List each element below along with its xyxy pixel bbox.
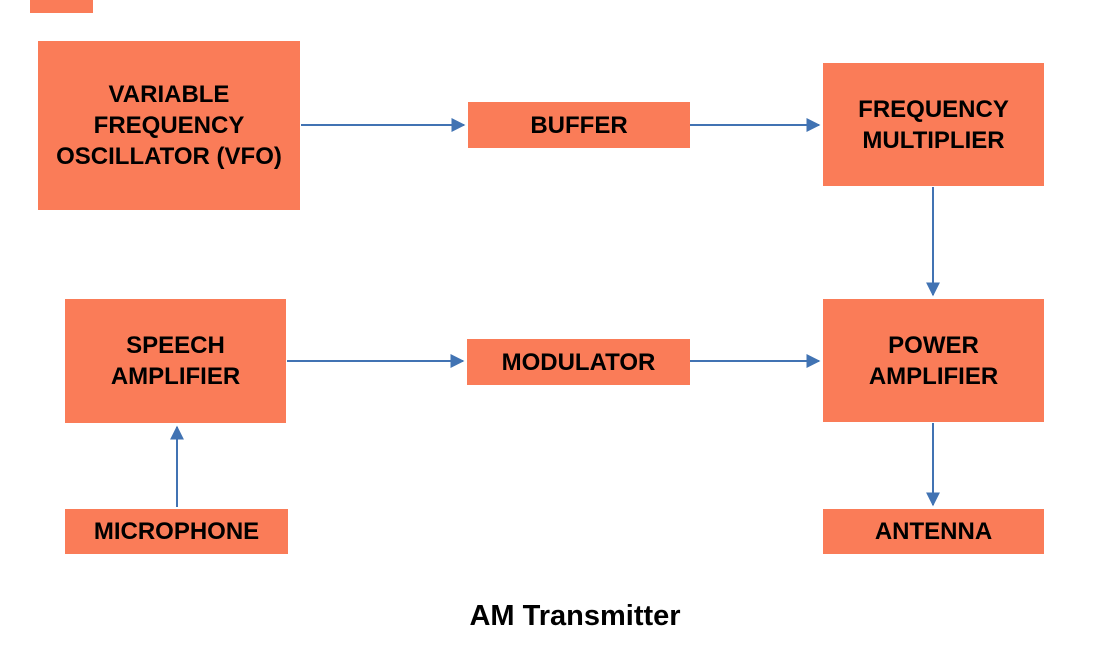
speech-amplifier-box: SPEECH AMPLIFIER — [65, 299, 286, 423]
microphone-box: MICROPHONE — [65, 509, 288, 554]
power-amplifier-label: POWER AMPLIFIER — [868, 331, 999, 390]
vfo-box: VARIABLE FREQUENCY OSCILLATOR (VFO) — [38, 41, 300, 210]
frequency-multiplier-label: FREQUENCY MULTIPLIER — [858, 95, 1009, 154]
antenna-label: ANTENNA — [874, 518, 993, 545]
clipped-node-artifact — [30, 0, 93, 13]
buffer-label: BUFFER — [530, 111, 628, 139]
modulator-label: MODULATOR — [501, 348, 656, 376]
vfo-label: VARIABLE FREQUENCY OSCILLATOR (VFO) — [56, 81, 282, 170]
diagram-title: AM Transmitter — [469, 600, 681, 632]
buffer-box: BUFFER — [468, 102, 690, 148]
antenna-box: ANTENNA — [823, 509, 1044, 554]
microphone-label: MICROPHONE — [93, 518, 260, 545]
modulator-box: MODULATOR — [467, 339, 690, 385]
speech-amplifier-label: SPEECH AMPLIFIER — [110, 332, 241, 390]
power-amplifier-box: POWER AMPLIFIER — [823, 299, 1044, 422]
frequency-multiplier-box: FREQUENCY MULTIPLIER — [823, 63, 1044, 186]
